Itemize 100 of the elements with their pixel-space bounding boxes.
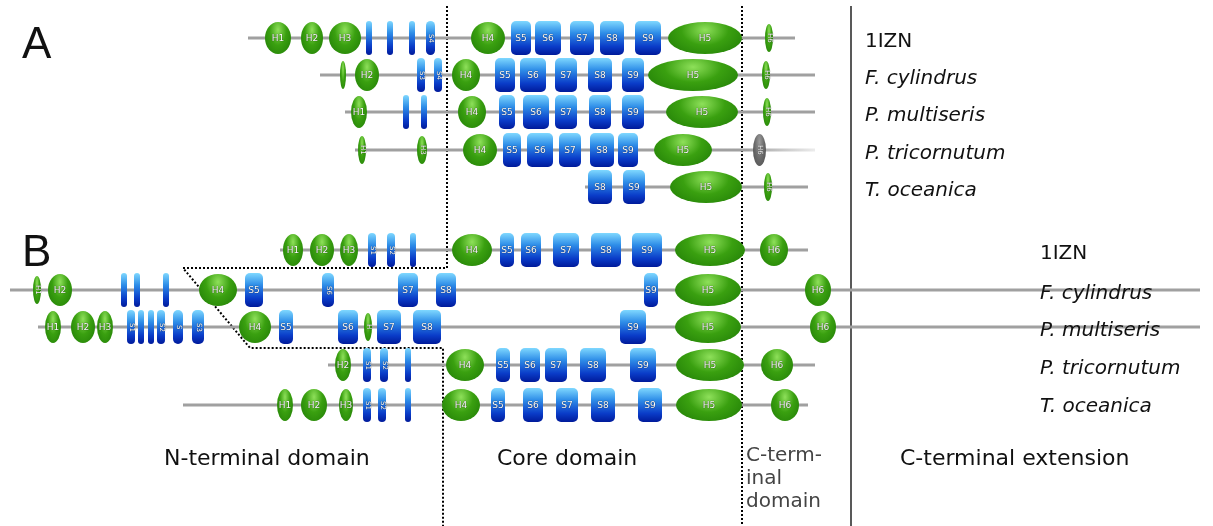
helix-ellipse: H4 (442, 389, 480, 421)
domain-label: C-term- inal domain (746, 443, 823, 512)
strand-box: S7 (559, 133, 581, 167)
strand-box: S8 (588, 58, 612, 92)
helix-ellipse: H2 (335, 349, 351, 381)
strand-box: S8 (591, 233, 621, 267)
strand-box: S9 (622, 58, 644, 92)
species-name: F. cylindrus (865, 65, 978, 89)
strand-box: S9 (635, 21, 661, 55)
helix-ellipse: H2 (301, 22, 323, 54)
helix-ellipse: H5 (676, 389, 742, 421)
strand-box: S7 (377, 310, 401, 344)
helix-ellipse: H5 (666, 96, 738, 128)
helix-ellipse: H5 (676, 349, 744, 381)
structure-name: 1IZN (1040, 240, 1088, 264)
helix-ellipse: H5 (675, 311, 741, 343)
strand-box: S8 (588, 170, 612, 204)
strand-box (387, 21, 393, 55)
strand-box: S6 (520, 58, 546, 92)
strand-box: S6 (523, 95, 549, 129)
strand-box: S8 (590, 133, 614, 167)
strand-box: S8 (591, 388, 615, 422)
strand-box: S8 (413, 310, 441, 344)
strand-box (409, 21, 415, 55)
helix-ellipse: H2 (301, 389, 327, 421)
species-name: T. oceanica (865, 177, 977, 201)
strand-box: S5 (491, 388, 505, 422)
domain-label: C-terminal extension (900, 445, 1130, 470)
strand-box: S8 (580, 348, 606, 382)
strand-box (163, 273, 169, 307)
strand-box: S9 (622, 95, 644, 129)
helix-ellipse: H1 (277, 389, 293, 421)
helix-ellipse: H6 (771, 389, 799, 421)
strand-box (405, 348, 411, 382)
helix-ellipse: H2 (355, 59, 379, 91)
domain-label: N-terminal domain (164, 445, 370, 470)
strand-box: S6 (338, 310, 358, 344)
helix-ellipse: H4 (452, 59, 480, 91)
helix-ellipse: H1 (283, 234, 303, 266)
helix-ellipse: H4 (199, 274, 237, 306)
strand-box: S9 (623, 170, 645, 204)
species-name: P. multiseris (1040, 317, 1161, 341)
species-name: P. tricornutum (865, 140, 1006, 164)
helix-ellipse: H3 (97, 311, 113, 343)
domain-label: Core domain (497, 445, 638, 470)
strand-box: S5 (499, 95, 515, 129)
helix-ellipse: H5 (654, 134, 712, 166)
strand-box: S6 (535, 21, 561, 55)
helix-ellipse: H1 (351, 96, 367, 128)
helix-ellipse: H4 (463, 134, 497, 166)
helix-ellipse: H5 (648, 59, 738, 91)
strand-box (134, 273, 140, 307)
helix-ellipse: H5 (670, 171, 742, 203)
strand-box: S9 (630, 348, 656, 382)
strand-box: S8 (436, 273, 456, 307)
strand-box: S6 (521, 233, 541, 267)
strand-box: S8 (600, 21, 624, 55)
helix-ellipse: H3 (340, 234, 358, 266)
strand-box (405, 388, 411, 422)
species-name: P. multiseris (865, 102, 986, 126)
structure-name: 1IZN (865, 28, 913, 52)
helix-ellipse: H1 (45, 311, 61, 343)
strand-box: S7 (556, 388, 578, 422)
strand-box: S6 (520, 348, 540, 382)
helix-ellipse: H3 (329, 22, 361, 54)
strand-box: S5 (495, 58, 515, 92)
species-name: T. oceanica (1040, 393, 1152, 417)
strand-box (403, 95, 409, 129)
helix-ellipse: H1 (265, 22, 291, 54)
strand-box: S5 (511, 21, 531, 55)
strand-box: S7 (570, 21, 594, 55)
strand-box: S7 (553, 233, 579, 267)
helix-ellipse: H2 (71, 311, 95, 343)
species-name: P. tricornutum (1040, 355, 1181, 379)
helix-ellipse (340, 61, 346, 89)
strand-box (366, 21, 372, 55)
helix-ellipse: H5 (668, 22, 742, 54)
strand-box: S5 (496, 348, 510, 382)
strand-box: S7 (545, 348, 567, 382)
helix-ellipse: H4 (458, 96, 486, 128)
helix-ellipse: H6 (810, 311, 836, 343)
helix-ellipse: H6 (761, 349, 793, 381)
strand-box: S6 (527, 133, 553, 167)
helix-ellipse: H6 (805, 274, 831, 306)
helix-ellipse: H4 (452, 234, 492, 266)
strand-box (410, 233, 416, 267)
strand-box: S9 (620, 310, 646, 344)
strand-box (138, 310, 144, 344)
strand-box: S9 (638, 388, 662, 422)
strand-box: S9 (618, 133, 638, 167)
helix-ellipse: H5 (675, 234, 745, 266)
helix-ellipse: H2 (310, 234, 334, 266)
helix-ellipse: H4 (239, 311, 271, 343)
strand-box: S8 (589, 95, 611, 129)
strand-box (121, 273, 127, 307)
strand-box: S5 (503, 133, 521, 167)
strand-box: S7 (555, 58, 577, 92)
strand-box: S5 (500, 233, 514, 267)
helix-ellipse: H6 (760, 234, 788, 266)
helix-ellipse: H5 (675, 274, 741, 306)
